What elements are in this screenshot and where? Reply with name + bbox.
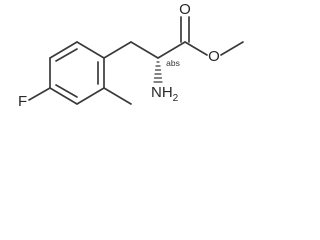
fluorine-bond (28, 87, 51, 101)
carbonyl-oxygen-label: O (179, 1, 191, 18)
abs-stereo-label: abs (166, 58, 180, 68)
ring-bond-c1-c2 (76, 41, 105, 59)
fluorine-label: F (18, 93, 27, 110)
ring-double-bond-inner-2 (55, 84, 78, 98)
ring-bond-c5-c6 (76, 87, 105, 105)
ester-oxygen-bond (184, 41, 208, 56)
stereo-hash-wedge (153, 61, 163, 83)
amine-subscript-label: 2 (173, 93, 179, 104)
benzene-ring (49, 41, 105, 105)
ring-bond-c4-c5 (49, 87, 78, 105)
methoxy-bond (220, 41, 244, 56)
amine-label-group: NH2 (151, 84, 179, 104)
ester-oxygen-label: O (208, 48, 220, 65)
alpha-carbon-bond (130, 41, 159, 59)
carbonyl-carbon-bond (157, 41, 186, 59)
molecule-structure: O O F abs NH2 (18, 1, 244, 110)
amine-label: NH (151, 84, 173, 101)
ring-double-bond-inner-1 (55, 48, 78, 62)
methyl-bond (103, 87, 132, 105)
benzylic-bond (103, 41, 132, 59)
ring-bond-c2-c3 (49, 41, 78, 59)
